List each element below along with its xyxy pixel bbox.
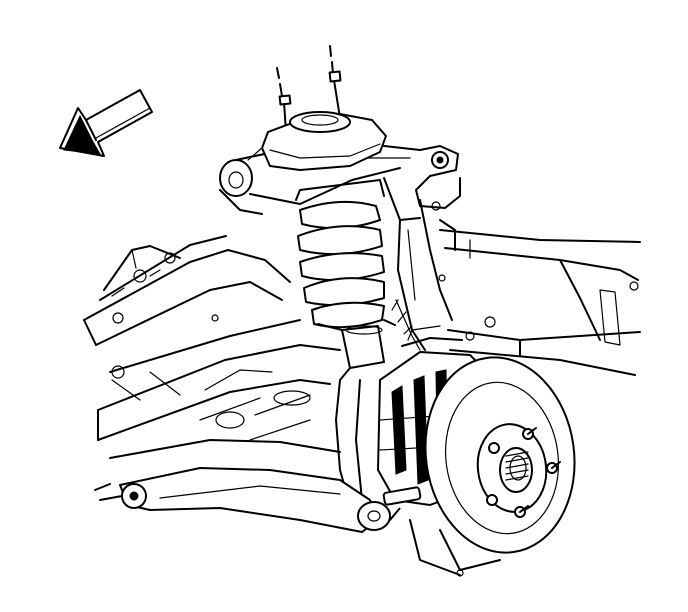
wheel-studs — [486, 427, 561, 518]
strut-body — [317, 319, 396, 369]
lower-control-arm — [94, 439, 391, 533]
brake-hose — [391, 299, 421, 351]
vehicle-frame — [83, 219, 641, 441]
front-direction-arrow-icon — [59, 89, 153, 157]
strut-upper-mount — [247, 111, 387, 171]
upper-mount-studs — [276, 45, 342, 133]
coil-spring — [295, 179, 385, 329]
